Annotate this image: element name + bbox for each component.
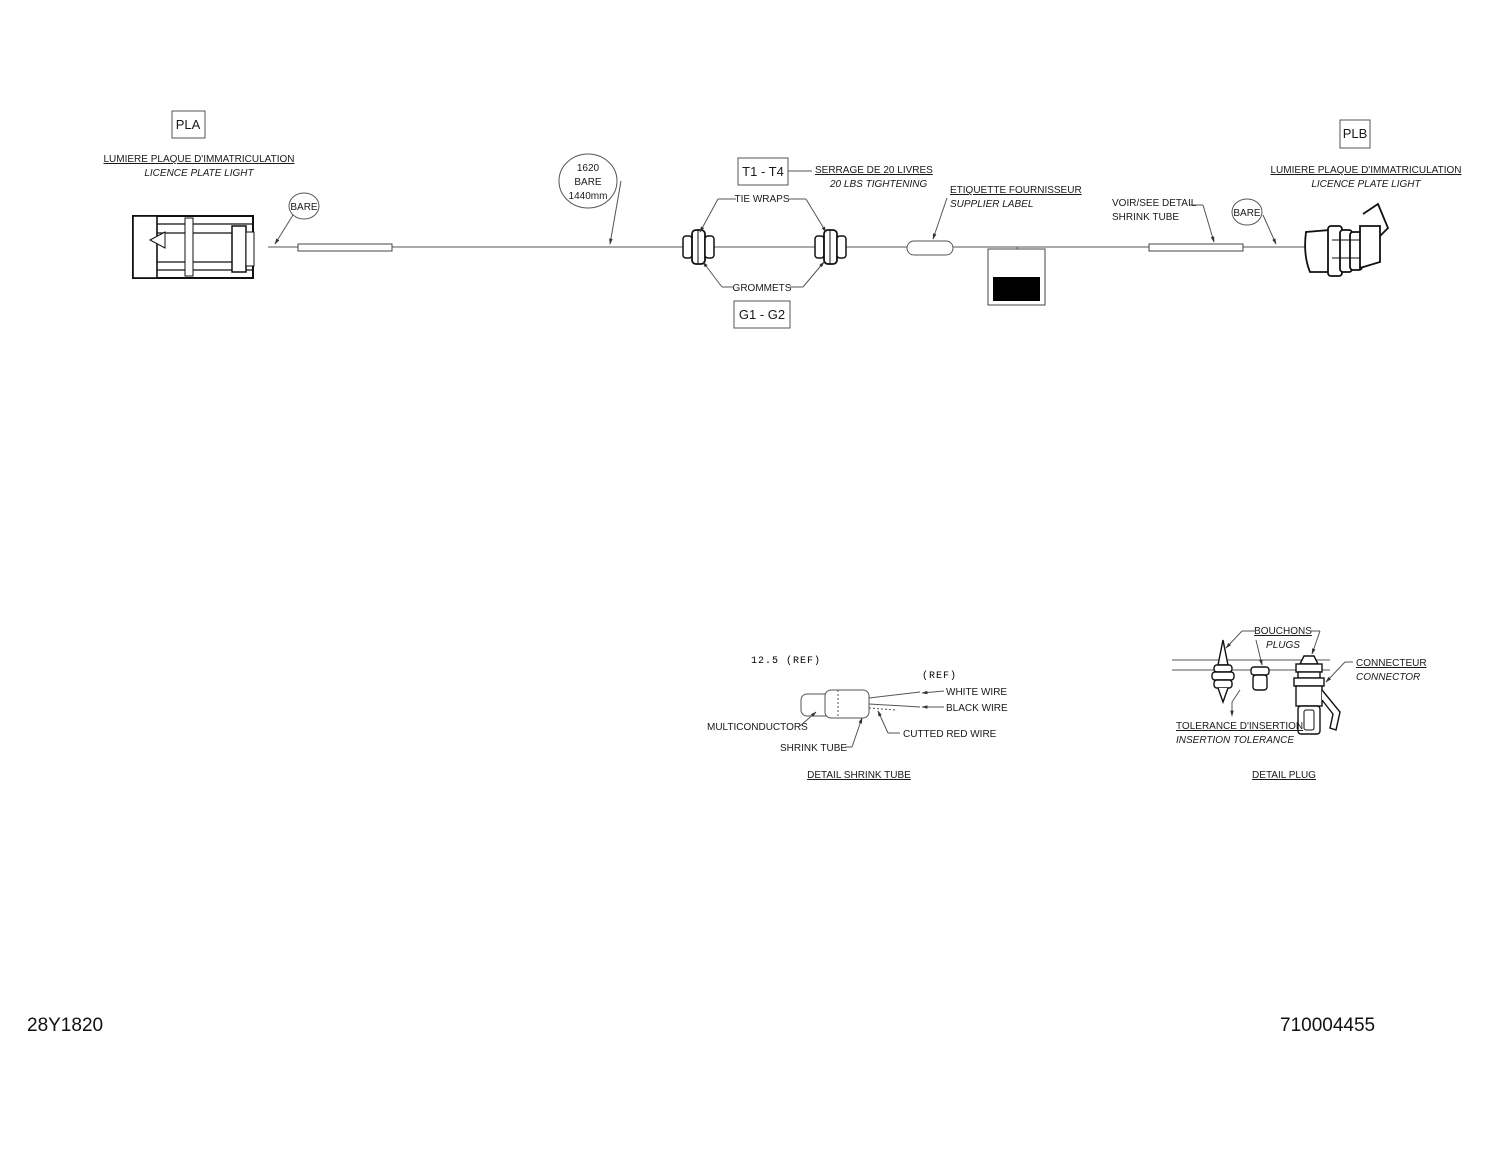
grommets-label: GROMMETS xyxy=(733,283,792,294)
pla-name-en: LICENCE PLATE LIGHT xyxy=(144,168,254,179)
supplier-label-barcode xyxy=(993,277,1040,301)
plug-round[interactable] xyxy=(1250,666,1270,691)
grommets-tag: G1 - G2 xyxy=(739,307,785,322)
footer-part-number: 710004455 xyxy=(1280,1015,1376,1036)
shrink-ref-line1: VOIR/SEE DETAIL xyxy=(1112,198,1197,209)
pla-name-fr: LUMIERE PLAQUE D'IMMATRICULATION xyxy=(103,154,294,165)
length-bare: BARE xyxy=(574,177,602,188)
cutted-red-wire-label: CUTTED RED WIRE xyxy=(903,729,997,740)
connector-plb[interactable] xyxy=(1304,202,1390,277)
connector-label-en: CONNECTOR xyxy=(1356,672,1420,683)
detail-shrink-cable xyxy=(800,689,921,719)
black-wire-label: BLACK WIRE xyxy=(946,703,1008,714)
supplier-label-tube xyxy=(906,240,954,256)
tolerance-label-fr: TOLERANCE D'INSERTION xyxy=(1176,721,1303,732)
pla-tag: PLA xyxy=(176,117,201,132)
plb-tag: PLB xyxy=(1343,126,1368,141)
plb-name-en: LICENCE PLATE LIGHT xyxy=(1311,179,1421,190)
tolerance-label-en: INSERTION TOLERANCE xyxy=(1176,735,1294,746)
sleeve-right xyxy=(1148,243,1244,252)
length-value: 1620 xyxy=(577,163,600,174)
grommet-2[interactable] xyxy=(814,229,847,265)
grommets-tag-box xyxy=(733,300,791,329)
shrink-tube-label: SHRINK TUBE xyxy=(780,743,847,754)
plugs-label-en: PLUGS xyxy=(1266,640,1300,651)
multiconductors-label: MULTICONDUCTORS xyxy=(707,722,808,733)
supplier-label-fr: ETIQUETTE FOURNISSEUR xyxy=(950,185,1082,196)
detail-shrink-title: DETAIL SHRINK TUBE xyxy=(807,770,911,781)
supplier-label-en: SUPPLIER LABEL xyxy=(950,199,1033,210)
torque-en: 20 LBS TIGHTENING xyxy=(829,179,927,190)
length-bubble xyxy=(558,153,618,209)
plb-tag-box xyxy=(1339,119,1371,149)
tie-wraps-label: TIE WRAPS xyxy=(734,194,789,205)
plug-tapered[interactable] xyxy=(1211,639,1235,705)
sleeve-left xyxy=(297,243,393,252)
connector-label-fr: CONNECTEUR xyxy=(1356,658,1427,669)
pla-bare-bubble xyxy=(288,192,320,220)
grommet-1[interactable] xyxy=(682,229,715,265)
tie-wraps-tag: T1 - T4 xyxy=(742,164,784,179)
torque-fr: SERRAGE DE 20 LIVRES xyxy=(815,165,933,176)
length-alt: 1440mm xyxy=(569,191,608,202)
detail-shrink-dim: 12.5 (REF) xyxy=(751,655,821,667)
plb-bare-bubble xyxy=(1231,198,1263,226)
plb-name-fr: LUMIERE PLAQUE D'IMMATRICULATION xyxy=(1270,165,1461,176)
white-wire-label: WHITE WIRE xyxy=(946,687,1007,698)
pla-bare-label: BARE xyxy=(290,202,318,213)
pla-tag-box xyxy=(171,110,206,139)
footer-drawing-id: 28Y1820 xyxy=(27,1015,104,1036)
shrink-ref-line2: SHRINK TUBE xyxy=(1112,212,1179,223)
detail-plug-title: DETAIL PLUG xyxy=(1252,770,1316,781)
connector-pla[interactable] xyxy=(132,215,255,279)
plug-connector[interactable] xyxy=(1293,655,1341,735)
detail-shrink-ref: (REF) xyxy=(922,670,957,682)
plugs-label-fr: BOUCHONS xyxy=(1254,626,1312,637)
plb-bare-label: BARE xyxy=(1233,208,1261,219)
